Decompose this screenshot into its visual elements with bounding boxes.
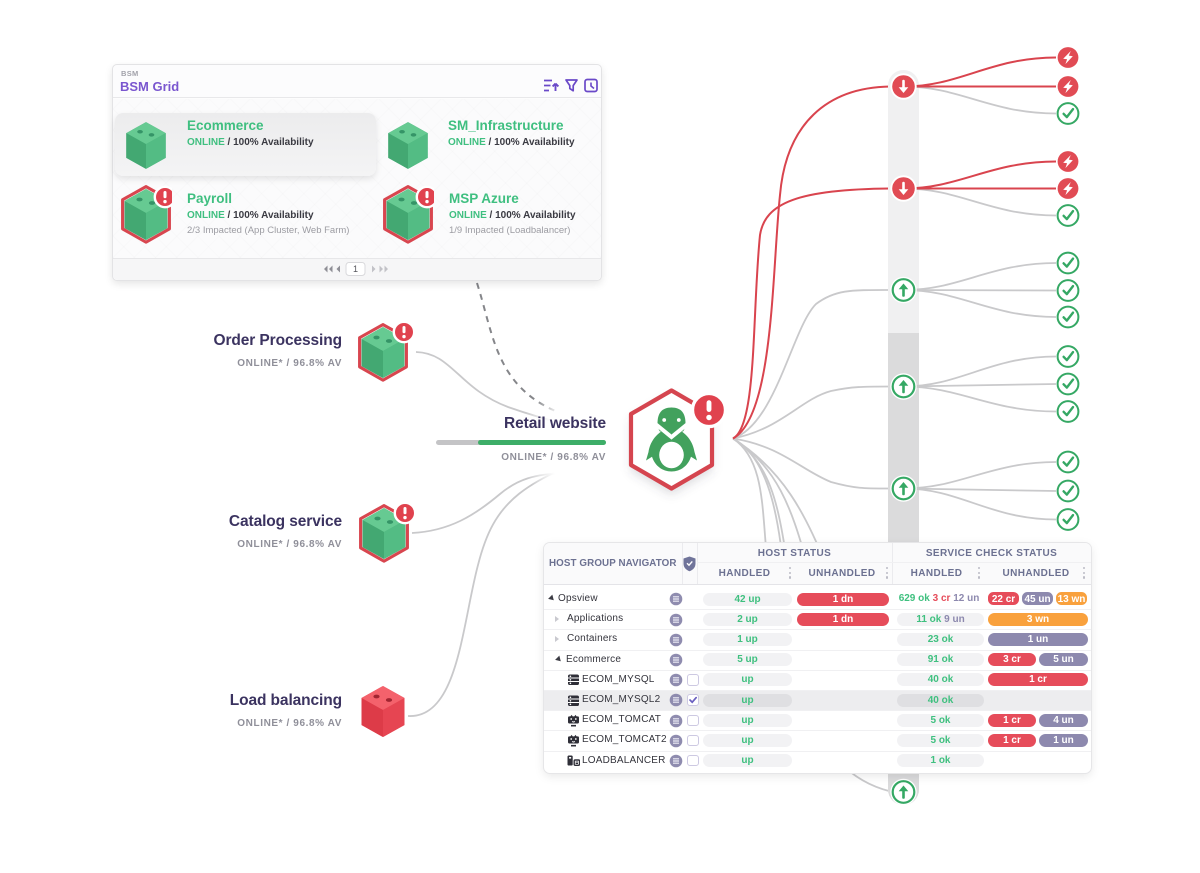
svg-text:1: 1 <box>353 264 358 274</box>
